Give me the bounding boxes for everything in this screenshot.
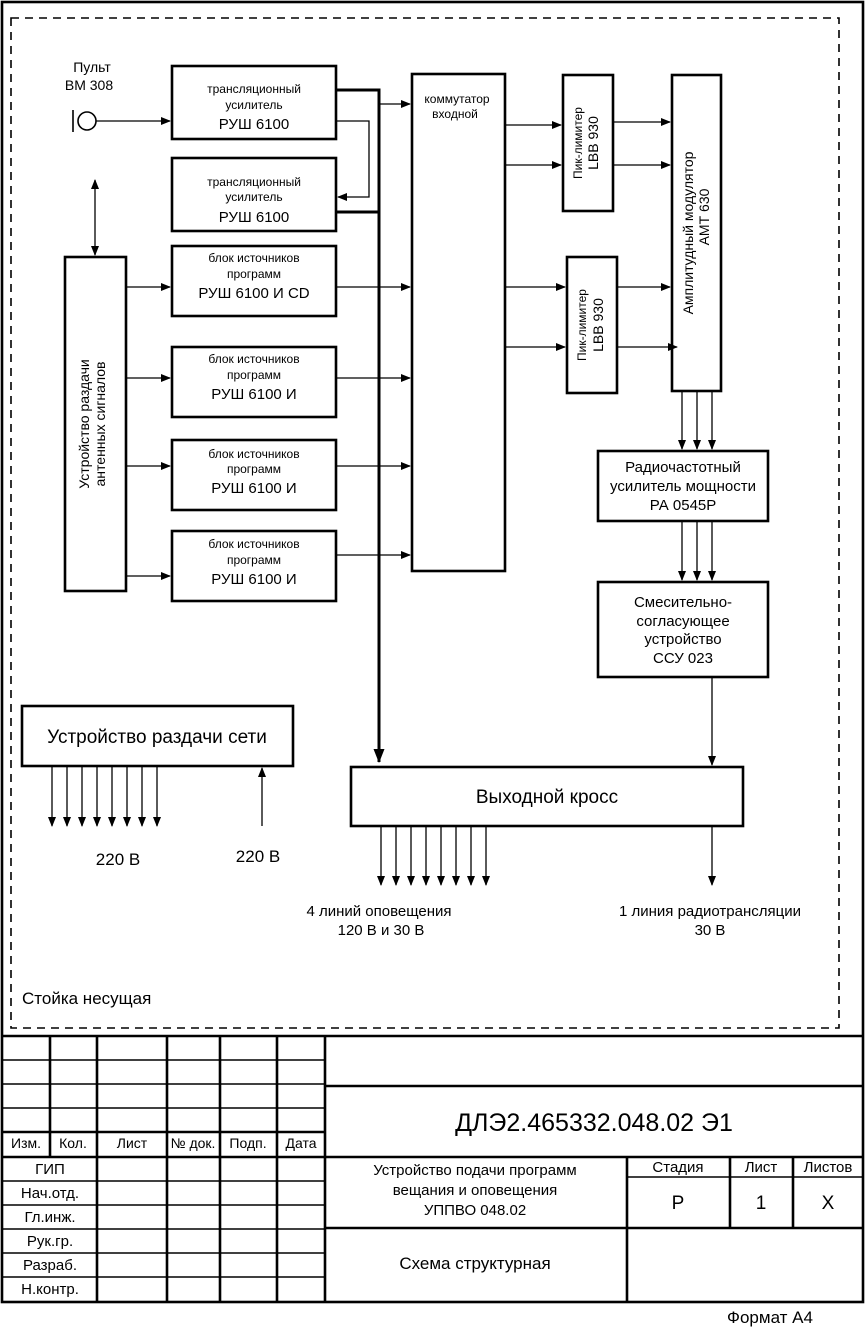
src2-line1: блок источников [208, 352, 299, 366]
rack-boundary [10, 17, 840, 1029]
src4-line3: РУШ 6100 И [211, 571, 296, 588]
col-header-doc: № док. [171, 1135, 216, 1151]
src1-line2: программ [227, 267, 281, 281]
matching-line1: Смесительно- [634, 594, 732, 611]
program-source-block-4: блок источников программ РУШ 6100 И [170, 529, 338, 603]
am-modulator-block: Амплитудный модулятор АМТ 630 [670, 73, 723, 393]
src3-line1: блок источников [208, 447, 299, 461]
connection-lines [48, 88, 716, 886]
role-group-lead: Рук.гр. [27, 1233, 73, 1250]
document-title: Схема структурная [399, 1254, 550, 1273]
src3-line3: РУШ 6100 И [211, 480, 296, 497]
rf-power-amplifier-block: Радиочастотный усилитель мощности РА 054… [596, 449, 770, 523]
amp1-line3: РУШ 6100 [219, 116, 290, 133]
program-source-block-3: блок источников программ РУШ 6100 И [170, 438, 338, 512]
limiter1-line1: Пик-лимитер [571, 107, 585, 179]
amp2-line3: РУШ 6100 [219, 209, 290, 226]
console-block: Пульт ВМ 308 [65, 59, 113, 132]
peak-limiter-block-1: Пик-лимитер LBB 930 [561, 73, 615, 213]
product-line3: УППВО 048.02 [424, 1202, 526, 1219]
stage-label: Стадия [652, 1159, 703, 1176]
console-label-line1: Пульт [73, 59, 111, 75]
src2-line3: РУШ 6100 И [211, 386, 296, 403]
rf-amp-line2: усилитель мощности [610, 478, 756, 495]
document-code: ДЛЭ2.465332.048.02 Э1 [455, 1109, 733, 1137]
radio-line-label-1: 1 линия радиотрансляции [619, 903, 801, 920]
role-developer: Разраб. [23, 1257, 77, 1274]
rf-amp-line1: Радиочастотный [625, 459, 741, 476]
stage-value: Р [672, 1193, 685, 1214]
voltage-out-label: 220 В [96, 850, 140, 869]
sheet-value: 1 [756, 1193, 767, 1214]
modulator-line1: Амплитудный модулятор [680, 151, 696, 314]
sheets-value: Х [822, 1193, 835, 1214]
product-line2: вещания и оповещения [393, 1182, 558, 1199]
alert-lines-label-1: 4 линий оповещения [306, 903, 451, 920]
title-block: Изм. Кол. Лист № док. Подп. Дата ГИП Нач… [2, 1034, 863, 1302]
matching-line4: ССУ 023 [653, 650, 713, 667]
antenna-line2: антенных сигналов [92, 362, 108, 487]
amp2-line1: трансляционный [207, 175, 301, 189]
amp1-line2: усилитель [225, 98, 282, 112]
role-chief-engineer: ГИП [35, 1161, 65, 1178]
microphone-icon [77, 111, 97, 131]
sheet-frame [0, 0, 865, 1304]
output-cross-block: Выходной кросс [349, 765, 745, 828]
src2-line2: программ [227, 368, 281, 382]
power-distribution-label: Устройство раздачи сети [47, 727, 267, 748]
col-header-change: Изм. [11, 1135, 41, 1151]
src1-line3: РУШ 6100 И CD [198, 285, 309, 302]
power-distribution-block: Устройство раздачи сети [20, 704, 295, 768]
src4-line2: программ [227, 553, 281, 567]
col-header-date: Дата [285, 1135, 316, 1151]
amp1-line1: трансляционный [207, 82, 301, 96]
output-cross-label: Выходной кросс [476, 787, 618, 808]
col-header-sign: Подп. [229, 1135, 266, 1151]
switch-line2: входной [432, 107, 478, 121]
alert-lines-label-2: 120 В и 30 В [338, 922, 425, 939]
modulator-line2: АМТ 630 [696, 188, 712, 245]
src4-line1: блок источников [208, 537, 299, 551]
amplifier-block-1: трансляционный усилитель РУШ 6100 [170, 64, 338, 141]
product-line1: Устройство подачи программ [373, 1162, 577, 1179]
rf-amp-line3: РА 0545Р [650, 497, 717, 514]
matching-line3: устройство [644, 631, 721, 648]
voltage-in-label: 220 В [236, 847, 280, 866]
amplifier-block-2: трансляционный усилитель РУШ 6100 [170, 156, 338, 233]
matching-device-block: Смесительно- согласующее устройство ССУ … [596, 580, 770, 679]
limiter2-line2: LBB 930 [590, 298, 606, 352]
matching-line2: согласующее [636, 613, 729, 630]
antenna-line1: Устройство раздачи [76, 359, 92, 488]
role-norm-control: Н.контр. [21, 1281, 79, 1298]
col-header-sheet: Лист [117, 1135, 148, 1151]
limiter1-line2: LBB 930 [585, 116, 601, 170]
role-chief-eng: Гл.инж. [24, 1209, 75, 1226]
switch-line1: коммутатор [424, 92, 490, 106]
radio-line-label-2: 30 В [695, 922, 726, 939]
program-source-block-1: блок источников программ РУШ 6100 И CD [170, 244, 338, 318]
col-header-count: Кол. [59, 1135, 87, 1151]
src3-line2: программ [227, 462, 281, 476]
format-label: Формат А4 [727, 1308, 813, 1327]
limiter2-line1: Пик-лимитер [575, 289, 589, 361]
antenna-distribution-block: Устройство раздачи антенных сигналов [63, 255, 128, 593]
console-label-line2: ВМ 308 [65, 77, 113, 93]
rack-label: Стойка несущая [22, 989, 151, 1008]
amp2-line2: усилитель [225, 190, 282, 204]
role-dept-head: Нач.отд. [21, 1185, 79, 1202]
sheet-label: Лист [745, 1159, 778, 1176]
program-source-block-2: блок источников программ РУШ 6100 И [170, 345, 338, 419]
peak-limiter-block-2: Пик-лимитер LBB 930 [565, 255, 619, 395]
src1-line1: блок источников [208, 251, 299, 265]
input-switch-block: коммутатор входной [410, 72, 507, 573]
sheets-label: Листов [804, 1159, 853, 1176]
